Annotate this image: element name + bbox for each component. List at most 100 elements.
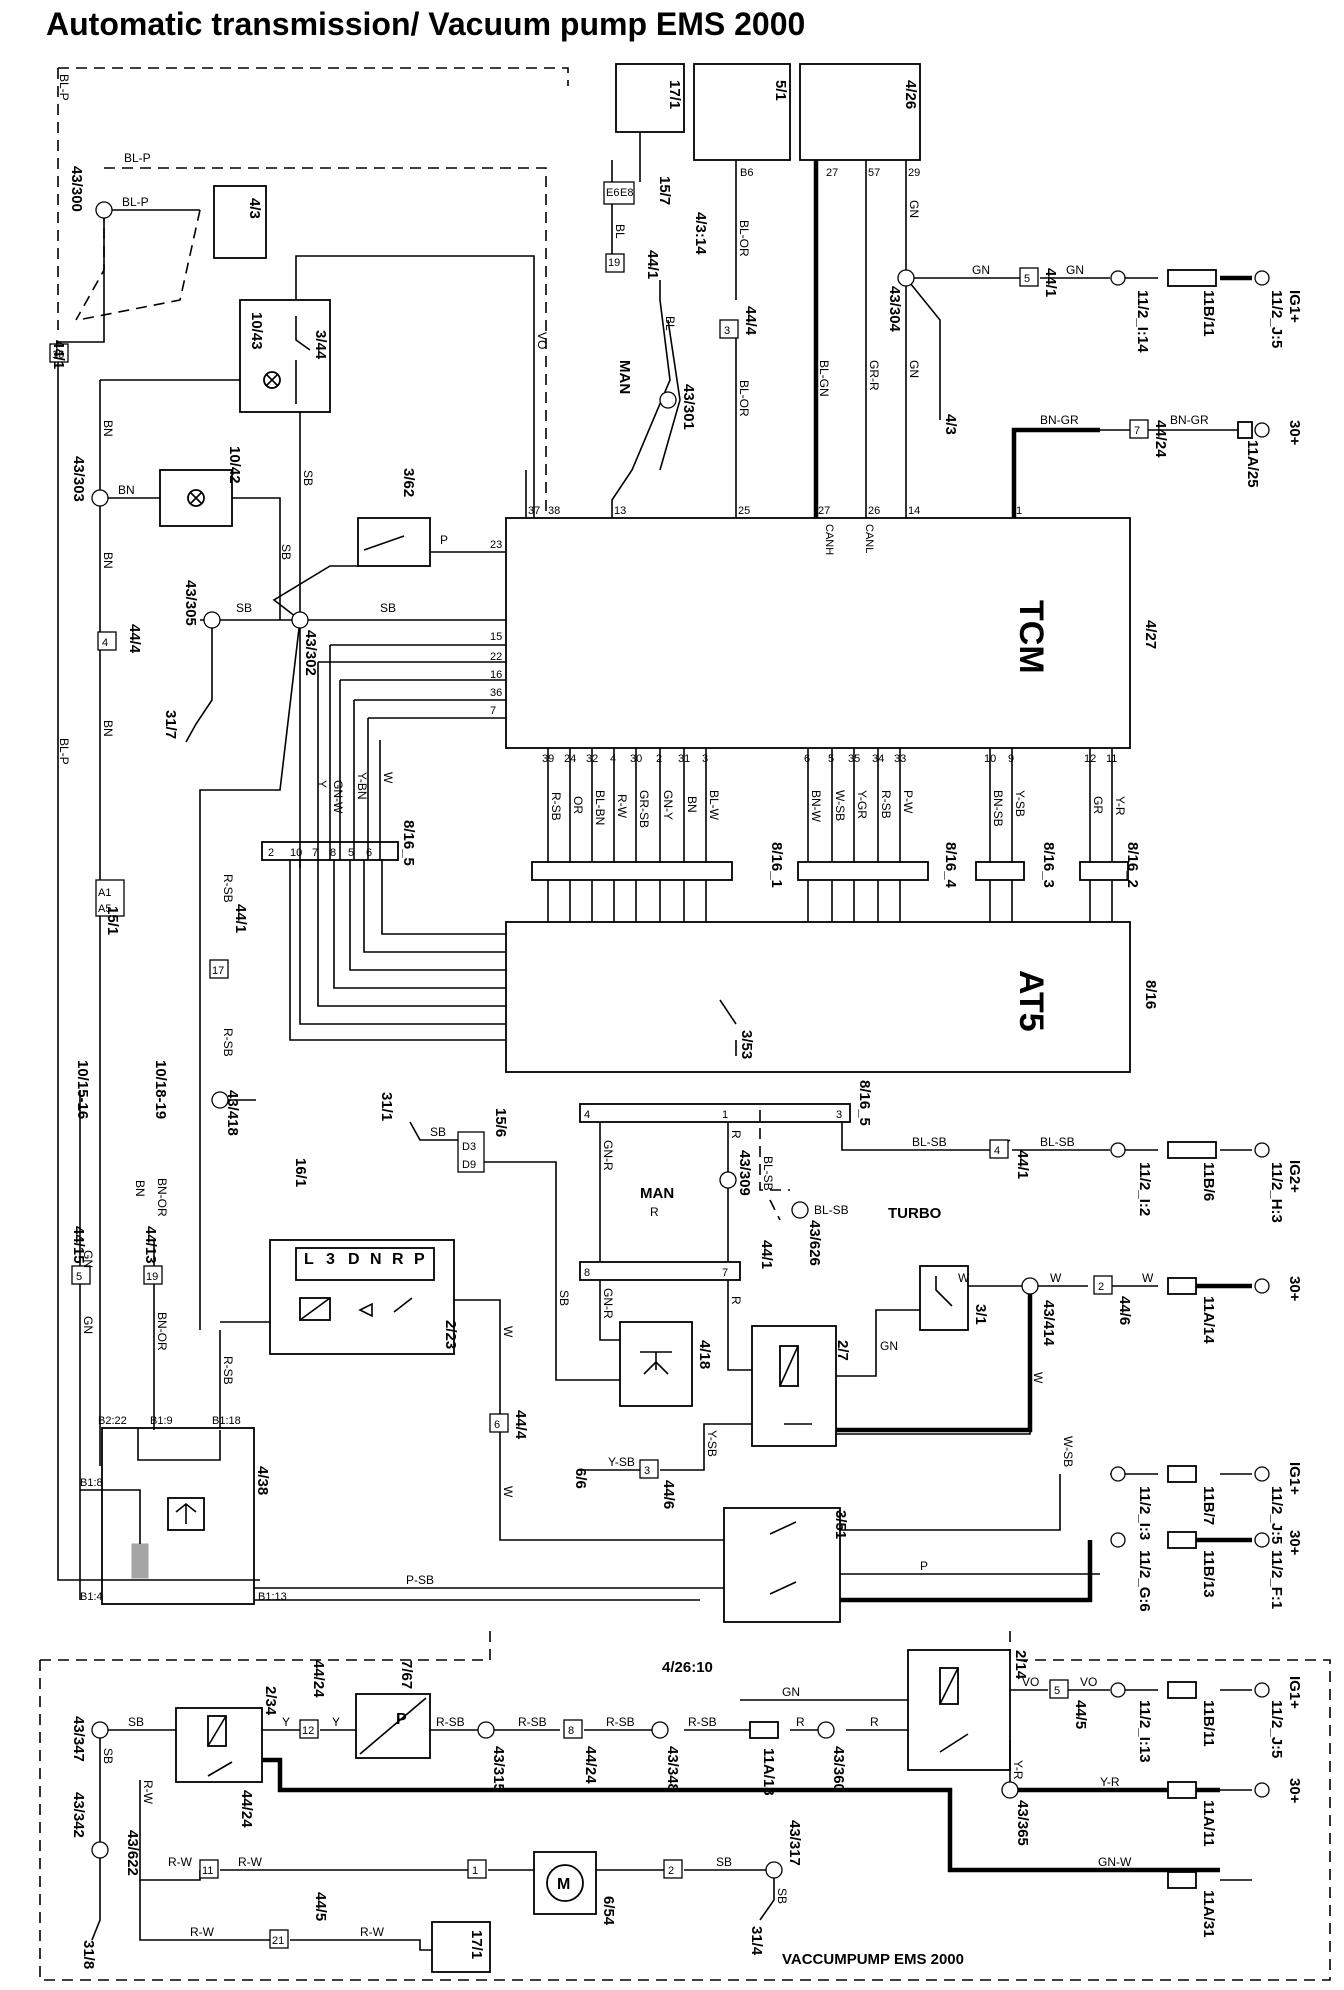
connector-8-16-3[interactable]: 8/16_3 <box>975 842 1057 888</box>
wire-gn-y: GN-Y <box>661 790 675 820</box>
component-2-34[interactable]: 2/34 <box>175 1686 279 1783</box>
supply-ig1-a: IG1+ <box>1286 290 1303 323</box>
wire-bn-gr-1: BN-GR <box>1040 413 1079 427</box>
wire-bl-w: BL-W <box>707 790 721 821</box>
label-11-2-j5-c: 11/2_J:5 <box>1268 1700 1285 1758</box>
pin-21: 21 <box>272 1935 284 1947</box>
component-4-3[interactable]: 4/3 <box>213 185 267 259</box>
component-at5[interactable]: AT5 8/16 3/53 <box>505 921 1159 1073</box>
label-7-67: 7/67 <box>398 1660 415 1689</box>
pin-22: 22 <box>490 651 502 663</box>
component-5-1[interactable]: 5/1 <box>693 63 791 161</box>
component-4-26[interactable]: 4/26 <box>799 63 921 161</box>
wire-gr-r: GR-R <box>867 360 881 391</box>
label-31-7: 31/7 <box>162 710 179 739</box>
wire-bl-p-3: BL-P <box>57 74 71 101</box>
label-44-1-man: 44/1 <box>758 1240 775 1269</box>
wire-w-sb-2: W-SB <box>1061 1436 1075 1467</box>
pin-13: 13 <box>614 505 626 517</box>
connector-44-1-man[interactable]: 44/1 <box>579 1240 775 1281</box>
label-2-14: 2/14 <box>1012 1650 1029 1680</box>
pin-e8: E8 <box>620 187 633 199</box>
label-43-348: 43/348 <box>664 1746 681 1792</box>
label-43-315: 43/315 <box>490 1746 507 1792</box>
pin-4: 4 <box>610 753 616 765</box>
pin-2-8165: 2 <box>268 847 274 859</box>
pin-19: 19 <box>608 257 620 269</box>
wire-sb-1: SB <box>236 601 252 615</box>
label-11-2-j5-b: 11/2_J:5 <box>1268 1486 1285 1544</box>
component-tcm[interactable]: TCM 4/27 CANH CANL <box>505 517 1159 749</box>
component-3-62[interactable]: 3/62 <box>357 468 431 567</box>
pin-10-8165: 10 <box>290 847 302 859</box>
pin-5: 5 <box>828 753 834 765</box>
label-2-7: 2/7 <box>834 1340 851 1361</box>
label-44-15: 44/15 <box>70 1226 87 1264</box>
gear-n: N <box>370 1251 382 1268</box>
supply-30-c: 30+ <box>1286 1530 1303 1556</box>
label-11-2-i2: 11/2_I:2 <box>1136 1162 1153 1216</box>
wire-w-sb-1: W-SB <box>833 790 847 821</box>
pin-6-44-4: 6 <box>494 1419 500 1431</box>
pin-23: 23 <box>490 539 502 551</box>
label-4-26: 4/26 <box>902 80 919 109</box>
component-17-1-top[interactable]: 17/1 <box>615 63 685 133</box>
wire-bl-p-2: BL-P <box>122 195 149 209</box>
pin-b1-18: B1:18 <box>212 1415 241 1427</box>
label-11a-25: 11A/25 <box>1244 440 1261 488</box>
connector-8-16-4[interactable]: 8/16_4 <box>797 842 959 889</box>
wire-labels: BL-P BL-P BL-P BL-P BN BN BN BN SB SB SB… <box>57 74 1209 1939</box>
component-2-7[interactable]: 2/7 <box>751 1325 851 1447</box>
label-43-317: 43/317 <box>786 1820 803 1866</box>
tcm-ref: 4/27 <box>1142 620 1159 649</box>
label-11-2-g6: 11/2_G:6 <box>1136 1550 1153 1612</box>
label-4-26-10: 4/26:10 <box>662 1659 713 1676</box>
pin-3: 3 <box>702 753 708 765</box>
pin-33: 33 <box>894 753 906 765</box>
component-2-14[interactable]: 2/14 <box>907 1649 1029 1771</box>
label-44-1-mid: 44/1 <box>232 904 249 933</box>
wire-w-7: W <box>1031 1372 1045 1384</box>
pin-57: 57 <box>868 167 880 179</box>
wire-gn-r-1: GN-R <box>601 1140 615 1171</box>
label-8-16-5-bot: 8/16_5 <box>856 1080 873 1126</box>
component-3-1[interactable]: 3/1 <box>919 1265 989 1331</box>
pin-7: 7 <box>490 705 496 717</box>
component-6-54[interactable]: M 6/54 <box>533 1851 617 1926</box>
label-5-1: 5/1 <box>772 80 789 101</box>
component-3-51[interactable]: 3/51 <box>723 1507 849 1623</box>
pin-5-8165: 5 <box>348 847 354 859</box>
wire-r-sb-5: R-SB <box>221 1356 235 1385</box>
label-43-418: 43/418 <box>224 1090 241 1136</box>
wire-gn-4: GN <box>907 360 921 378</box>
pin-36: 36 <box>490 687 502 699</box>
at5-label: AT5 <box>1012 970 1050 1032</box>
connector-8-16-5-bot[interactable]: 8/16_5 <box>579 1080 873 1126</box>
page-title: Automatic transmission/ Vacuum pump EMS … <box>46 6 806 42</box>
terminals <box>1110 270 1270 1798</box>
pin-12-44-24: 12 <box>302 1725 314 1737</box>
component-3-44[interactable]: 3/44 10/43 <box>239 299 331 413</box>
component-2-23[interactable]: 2/23 <box>269 1239 459 1355</box>
component-4-18[interactable]: 4/18 <box>619 1321 713 1407</box>
component-7-67[interactable]: 7/67 P <box>355 1660 431 1759</box>
label-10-43: 10/43 <box>248 312 265 350</box>
pin-2-44-6: 2 <box>1098 1281 1104 1293</box>
connector-8-16-2[interactable]: 8/16_2 <box>1079 842 1141 888</box>
pin-16: 16 <box>490 669 502 681</box>
pin-10: 10 <box>984 753 996 765</box>
label-43-301: 43/301 <box>680 384 697 430</box>
wire-w-3: W <box>501 1486 515 1498</box>
pin-38: 38 <box>548 505 560 517</box>
component-4-38[interactable]: 4/38 <box>101 1427 271 1605</box>
label-3-1: 3/1 <box>972 1304 989 1325</box>
label-44-24-b: 44/24 <box>310 1660 327 1698</box>
wire-r-4: R <box>796 1715 805 1729</box>
wire-sb-5: SB <box>430 1125 446 1139</box>
connector-8-16-1[interactable]: 8/16_1 <box>531 842 785 888</box>
component-10-42[interactable]: 10/42 <box>159 446 243 527</box>
component-17-1-bot[interactable]: 17/1 <box>431 1921 491 1973</box>
pin-3-44-4: 3 <box>724 325 730 337</box>
wire-gn-7: GN <box>880 1339 898 1353</box>
label-43-360: 43/360 <box>830 1746 847 1792</box>
